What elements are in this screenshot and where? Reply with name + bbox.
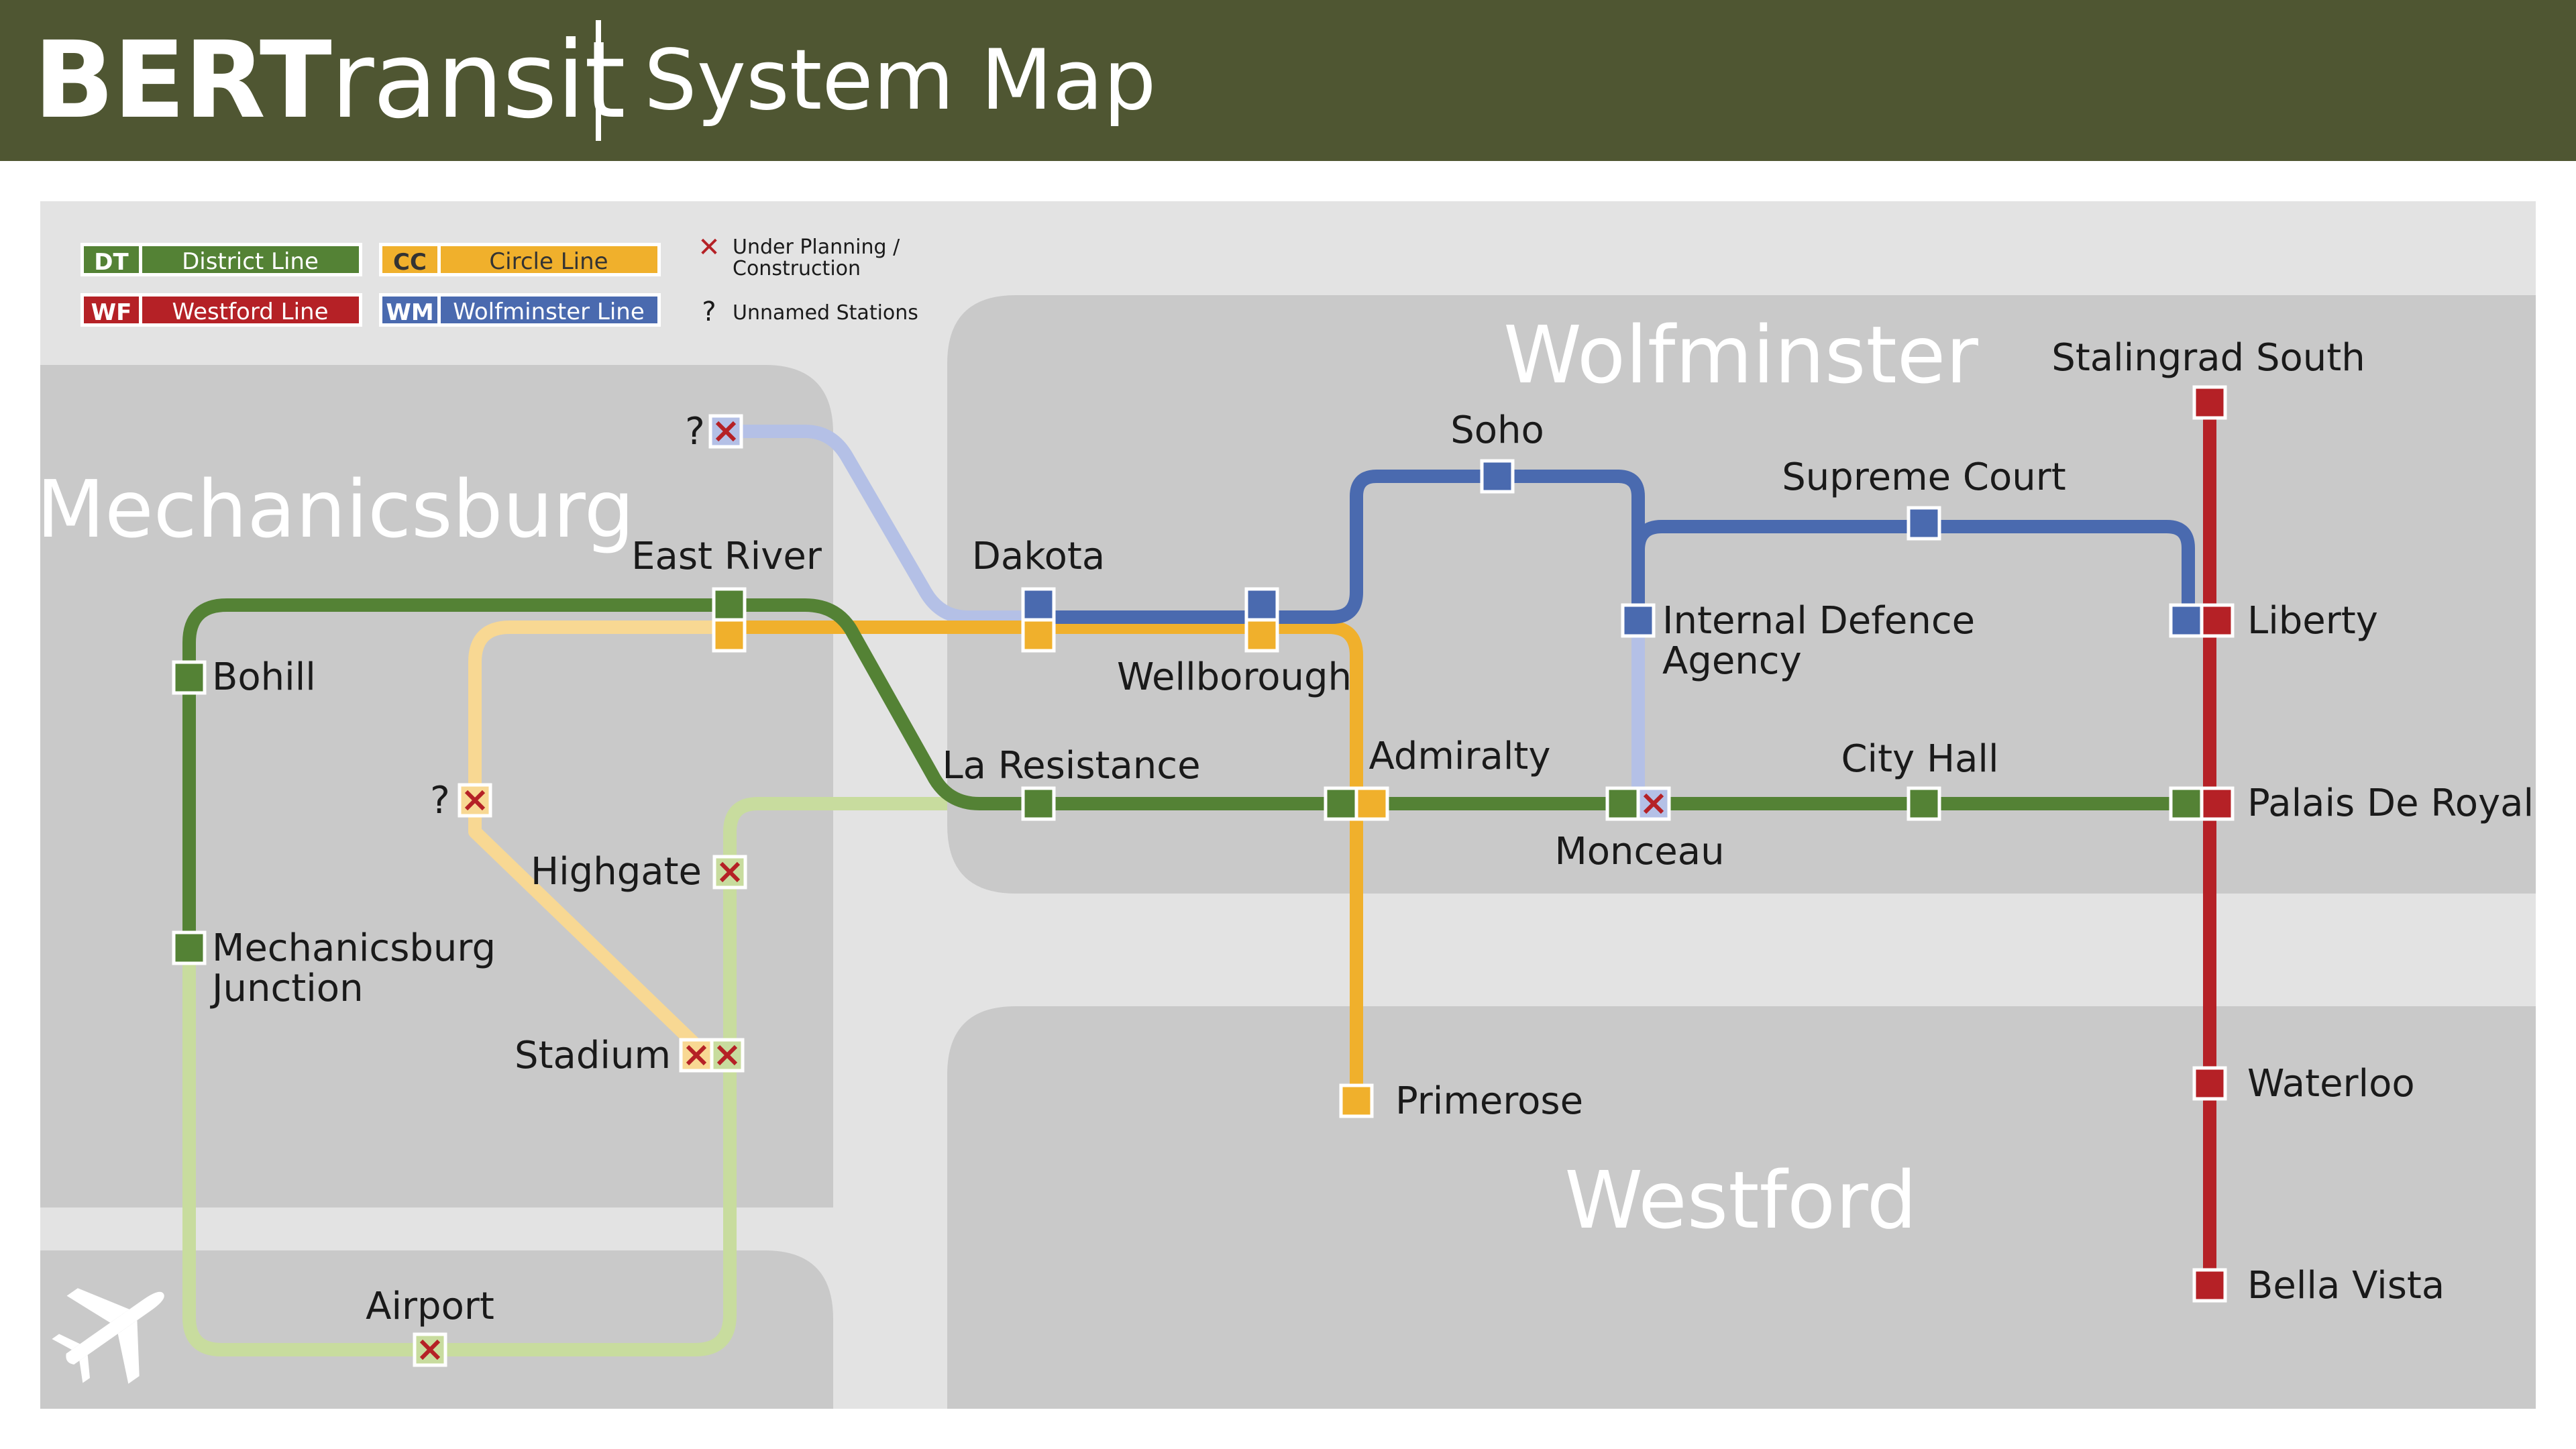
- station-soho[interactable]: [1480, 459, 1515, 494]
- station-highgate[interactable]: [712, 855, 747, 890]
- station-label-dakota: Dakota: [972, 535, 1105, 578]
- station-label-internal-defence-2: Agency: [1662, 639, 1802, 683]
- station-airport[interactable]: [413, 1332, 447, 1367]
- legend-line-code: CC: [393, 249, 427, 276]
- station-label-highgate: Highgate: [531, 850, 702, 894]
- station-label-liberty: Liberty: [2247, 599, 2378, 643]
- brand-light: ransit: [330, 19, 626, 142]
- station-monceau[interactable]: [1605, 786, 1671, 821]
- station-label-waterloo: Waterloo: [2247, 1062, 2415, 1106]
- station-label-east-river: East River: [631, 535, 822, 578]
- legend-planning-label-2: Construction: [733, 257, 861, 280]
- legend-line-dt: DT District Line: [80, 243, 362, 276]
- legend-unnamed-mark: ?: [702, 297, 716, 327]
- district-planned-loop: [182, 797, 947, 1356]
- station-city-hall[interactable]: [1907, 786, 1941, 821]
- station-label-internal-defence-1: Internal Defence: [1662, 599, 1975, 643]
- station-label-unnamed-north: ?: [685, 410, 705, 453]
- district-area-mechanicsburg-south: [40, 1250, 833, 1409]
- station-bohill[interactable]: [172, 660, 207, 695]
- legend-line-name: Wolfminster Line: [453, 299, 645, 325]
- station-bella-vista[interactable]: [2192, 1268, 2227, 1303]
- cross-mark-icon: [419, 1339, 441, 1360]
- station-label-mechanicsburg-junction-1: Mechanicsburg: [212, 926, 496, 970]
- district-area-mechanicsburg: [40, 365, 833, 1208]
- page-title: System Map: [644, 32, 1157, 129]
- station-east-river[interactable]: [712, 587, 747, 653]
- station-label-unnamed-west: ?: [430, 779, 450, 822]
- legend-planning-label: Under Planning /: [733, 235, 900, 259]
- station-label-la-resistance: La Resistance: [942, 744, 1200, 788]
- station-label-stalingrad-south: Stalingrad South: [2051, 336, 2365, 380]
- district-label-mechanicsburg: Mechanicsburg: [36, 463, 634, 555]
- station-supreme-court[interactable]: [1907, 506, 1941, 541]
- legend-line-name: District Line: [182, 248, 319, 275]
- station-label-bohill: Bohill: [212, 655, 316, 699]
- airplane-icon: [52, 1288, 164, 1384]
- circle-planned-loop: [468, 621, 730, 1059]
- legend-line-wf: WF Westford Line: [80, 293, 362, 327]
- cross-mark-icon: [1643, 793, 1664, 814]
- station-primerose[interactable]: [1339, 1083, 1374, 1118]
- station-label-supreme-court: Supreme Court: [1782, 455, 2065, 499]
- cross-mark-icon: [715, 421, 737, 442]
- station-label-monceau: Monceau: [1554, 830, 1724, 873]
- station-stalingrad-south[interactable]: [2192, 385, 2227, 420]
- station-liberty[interactable]: [2169, 603, 2235, 638]
- cross-mark-icon: [464, 790, 486, 811]
- station-label-wellborough: Wellborough: [1117, 655, 1352, 699]
- header-divider: [596, 20, 601, 141]
- station-palais-de-royal[interactable]: [2169, 786, 2235, 821]
- station-label-admiralty: Admiralty: [1369, 735, 1551, 778]
- legend-line-name: Circle Line: [489, 248, 608, 275]
- legend-line-wm: WM Wolfminster Line: [379, 293, 661, 327]
- legend-line-cc: CC Circle Line: [379, 243, 661, 276]
- station-stadium[interactable]: [679, 1038, 745, 1073]
- station-internal-defence-agency[interactable]: [1621, 603, 1656, 638]
- station-admiralty[interactable]: [1324, 786, 1389, 821]
- cross-mark-icon: [719, 861, 741, 883]
- station-label-mechanicsburg-junction-2: Junction: [210, 967, 364, 1010]
- district-label-westford: Westford: [1564, 1154, 1917, 1246]
- wolfminster-planned-branch-west: [726, 425, 1038, 624]
- district-area-wolfminster: [947, 295, 2536, 894]
- cross-mark-icon: ✕: [698, 232, 720, 263]
- wolfminster-line-route: [1038, 470, 1645, 624]
- station-label-stadium: Stadium: [515, 1034, 671, 1077]
- wolfminster-line-branch-supreme-court: [1631, 520, 2195, 621]
- station-unnamed-north[interactable]: [708, 414, 743, 449]
- legend-line-name: Westford Line: [172, 299, 329, 325]
- station-wellborough[interactable]: [1244, 587, 1279, 653]
- cross-mark-icon: [716, 1044, 738, 1066]
- station-unnamed-west[interactable]: [458, 783, 492, 818]
- station-label-city-hall: City Hall: [1841, 737, 1998, 781]
- station-la-resistance[interactable]: [1021, 786, 1056, 821]
- station-mechanicsburg-junction[interactable]: [172, 930, 207, 965]
- legend-unnamed-label: Unnamed Stations: [733, 301, 918, 325]
- station-label-bella-vista: Bella Vista: [2247, 1264, 2445, 1307]
- legend-line-code: DT: [94, 249, 129, 276]
- brand-bold: BERT: [34, 19, 332, 142]
- station-label-airport: Airport: [366, 1285, 494, 1328]
- district-line-route: [182, 598, 2188, 946]
- station-waterloo[interactable]: [2192, 1066, 2227, 1101]
- legend-line-code: WM: [386, 299, 433, 326]
- station-label-soho: Soho: [1450, 409, 1544, 452]
- district-label-wolfminster: Wolfminster: [1503, 309, 1978, 401]
- circle-line-route: [730, 621, 1363, 1100]
- cross-mark-icon: [686, 1044, 707, 1066]
- station-dakota[interactable]: [1021, 587, 1056, 653]
- station-label-primerose: Primerose: [1395, 1079, 1583, 1123]
- legend-line-code: WF: [91, 299, 132, 326]
- station-label-palais-de-royal: Palais De Royal: [2247, 782, 2534, 825]
